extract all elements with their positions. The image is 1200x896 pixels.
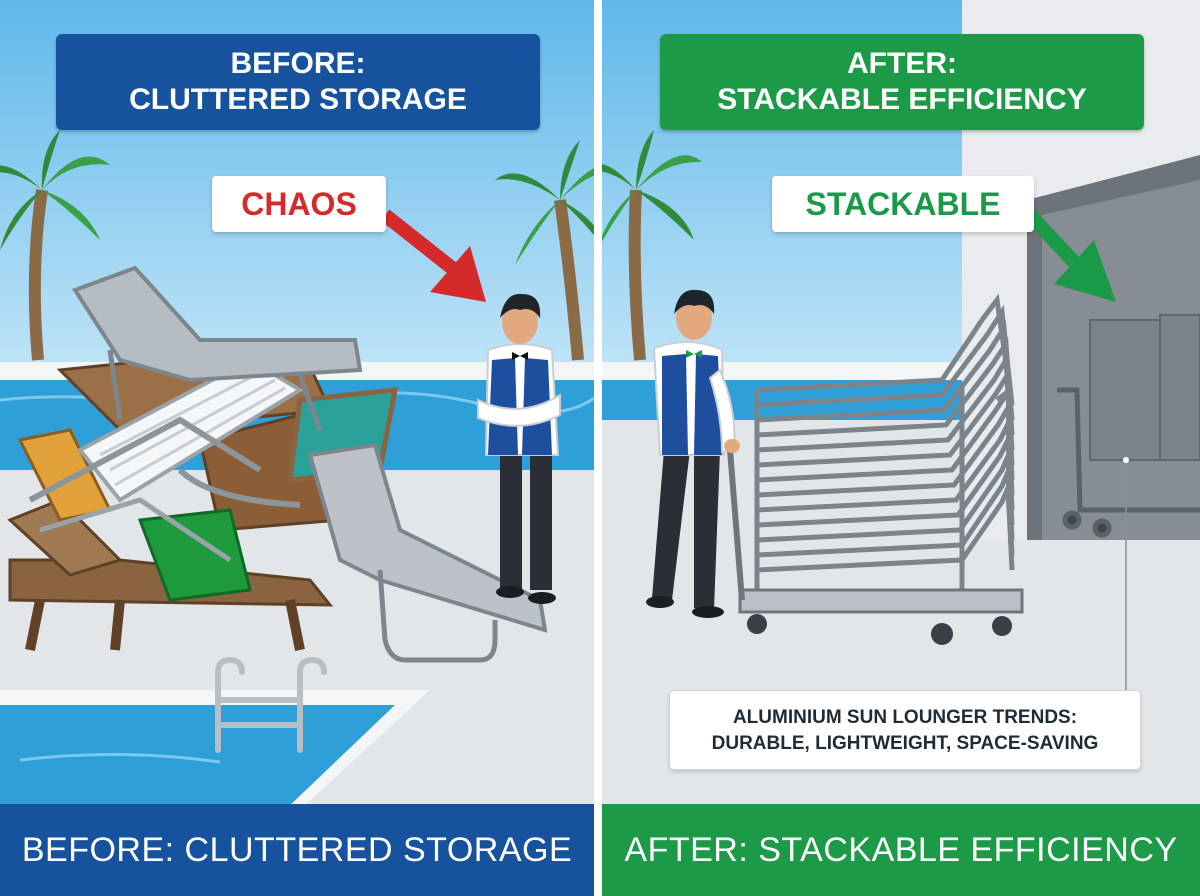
chaos-tag: CHAOS bbox=[212, 176, 386, 232]
after-title-box: AFTER: STACKABLE EFFICIENCY bbox=[660, 34, 1144, 130]
before-title-line2: CLUTTERED STORAGE bbox=[129, 83, 467, 116]
before-footer: BEFORE: CLUTTERED STORAGE bbox=[0, 804, 594, 896]
palm-tree-icon bbox=[602, 130, 702, 361]
after-panel: AFTER: STACKABLE EFFICIENCY STACKABLE bbox=[602, 0, 1200, 896]
palm-tree-icon bbox=[495, 140, 594, 361]
info-line1: ALUMINIUM SUN LOUNGER TRENDS: bbox=[732, 707, 1078, 728]
after-footer: AFTER: STACKABLE EFFICIENCY bbox=[602, 804, 1200, 896]
panel-divider bbox=[594, 0, 602, 896]
lounger-pile bbox=[7, 265, 548, 663]
lower-pool bbox=[0, 705, 395, 810]
staff-person-icon bbox=[646, 289, 740, 618]
pool-ladder-icon bbox=[215, 656, 327, 753]
before-panel: BEFORE: CLUTTERED STORAGE CHAOS bbox=[0, 0, 594, 896]
green-arrow-icon bbox=[1024, 210, 1116, 302]
cart-icon bbox=[727, 449, 1024, 645]
red-arrow-icon bbox=[380, 209, 486, 302]
info-line2: DURABLE, LIGHTWEIGHT, SPACE-SAVING bbox=[711, 733, 1099, 754]
before-title-box: BEFORE: CLUTTERED STORAGE bbox=[56, 34, 540, 130]
stackable-tag: STACKABLE bbox=[772, 176, 1034, 232]
before-scene bbox=[0, 0, 594, 810]
staff-person-icon bbox=[477, 293, 561, 604]
palm-tree-icon bbox=[0, 130, 110, 361]
cart-icon bbox=[1057, 387, 1200, 538]
lounger-stack-icon bbox=[754, 293, 1015, 590]
after-title-line1: AFTER: bbox=[847, 47, 957, 80]
after-title-line2: STACKABLE EFFICIENCY bbox=[717, 83, 1087, 116]
before-title-line1: BEFORE: bbox=[230, 47, 366, 80]
info-callout: ALUMINIUM SUN LOUNGER TRENDS: DURABLE, L… bbox=[669, 690, 1141, 770]
